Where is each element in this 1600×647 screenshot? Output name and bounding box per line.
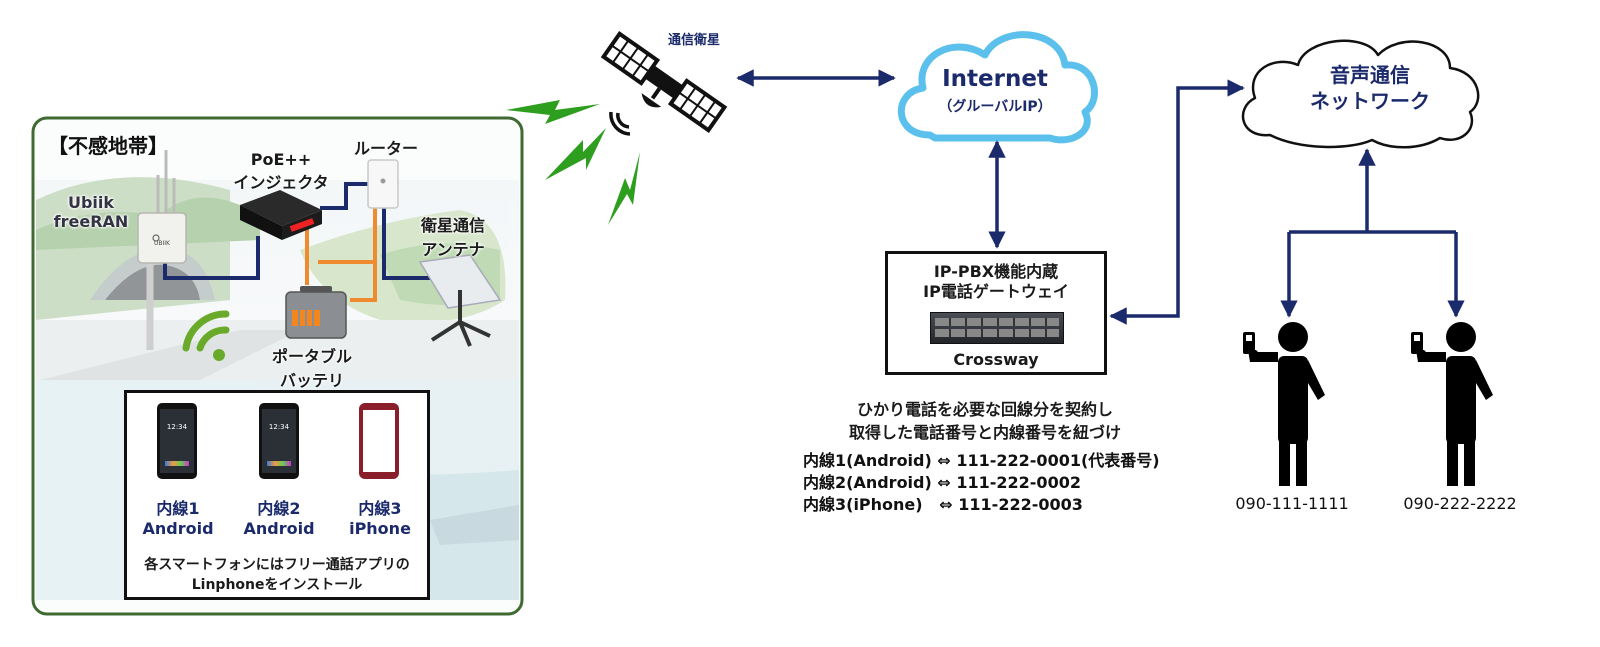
phone-3-os: iPhone <box>349 519 411 538</box>
voice-network-cloud <box>1241 39 1480 149</box>
signal-bolt-icons <box>506 100 640 225</box>
android-phone-1: 12:34 <box>157 403 197 479</box>
ubiik-label: Ubiik freeRAN <box>46 193 136 231</box>
antenna-label-line1: 衛星通信 <box>420 216 485 235</box>
external-number-1: 090-111-1111 <box>1235 494 1349 513</box>
poe-label: PoE++ インジェクタ <box>226 150 336 193</box>
person-icon-1 <box>1243 322 1325 486</box>
app-dock-icon <box>267 461 291 466</box>
router-label: ルーター <box>353 139 418 158</box>
ubiik-label-line2: freeRAN <box>53 212 129 231</box>
gateway-box: IP-PBX機能内蔵 IP電話ゲートウェイ Crossway <box>885 251 1107 375</box>
ubiik-device <box>137 150 187 350</box>
poe-injector <box>240 190 322 240</box>
gateway-title-line2: IP電話ゲートウェイ <box>923 282 1069 301</box>
phone-1-os: Android <box>142 519 214 538</box>
external-number-2: 090-222-2222 <box>1403 494 1517 513</box>
phone-clock: 12:34 <box>166 423 188 431</box>
phone-2-os: Android <box>243 519 315 538</box>
internet-subtitle: （グルーバルIP） <box>938 99 1052 115</box>
gateway-name: Crossway <box>953 350 1039 369</box>
satellite-antenna <box>418 254 502 347</box>
phone-3-line: 内線3 <box>358 499 402 518</box>
antenna-label-line2: アンテナ <box>421 240 485 259</box>
dead-zone-title: 【不感地帯】 <box>48 134 168 158</box>
contract-line2: 取得した電話番号と内線番号を紐づけ <box>848 423 1121 442</box>
phone-1-line: 内線1 <box>156 499 200 518</box>
router-device <box>367 159 399 209</box>
phone-2-line: 内線2 <box>257 499 301 518</box>
network-arrows <box>736 69 1465 325</box>
phones-note-line1: 各スマートフォンにはフリー通話アプリの <box>144 557 410 573</box>
phones-note: 各スマートフォンにはフリー通話アプリの Linphoneをインストール <box>127 555 427 595</box>
poe-label-line1: PoE++ <box>250 150 312 169</box>
satellite-icon <box>600 31 728 133</box>
ubiik-brand: UBIIK <box>154 240 170 247</box>
antenna-label: 衛星通信 アンテナ <box>405 212 501 260</box>
server-bay-row <box>935 329 1059 337</box>
internet-title: Internet <box>942 66 1048 92</box>
voice-network-line2: ネットワーク <box>1310 89 1430 113</box>
satellite-label: 通信衛星 <box>668 33 721 48</box>
phone-clock: 12:34 <box>268 423 290 431</box>
iphone <box>359 403 399 479</box>
poe-label-line2: インジェクタ <box>233 173 329 192</box>
ubiik-label-line1: Ubiik <box>67 193 115 212</box>
gateway-title-line1: IP-PBX機能内蔵 <box>933 262 1059 281</box>
contract-line1: ひかり電話を必要な回線分を契約し <box>856 400 1113 419</box>
phones-note-line2: Linphoneをインストール <box>191 577 363 593</box>
voice-network-line1: 音声通信 <box>1330 63 1410 87</box>
phones-box: 12:34 内線1 Android 12:34 内線2 Android 内線3 … <box>124 390 430 600</box>
satellite-signal-icon <box>609 111 631 136</box>
android-phone-2: 12:34 <box>259 403 299 479</box>
internet-cloud <box>897 31 1098 144</box>
battery-label-line1: ポータブル <box>271 347 352 366</box>
person-icon-2 <box>1411 322 1493 486</box>
app-dock-icon <box>165 461 189 466</box>
mapping-line-1: 内線1(Android) ⇔ 111-222-0001(代表番号) <box>803 451 1160 470</box>
battery-label: ポータブル バッテリ <box>262 343 362 391</box>
phone-screen <box>363 410 395 472</box>
voice-network-label: 音声通信 ネットワーク <box>1290 62 1450 114</box>
server-bay-row <box>935 318 1059 326</box>
server-icon <box>930 312 1064 344</box>
portable-battery <box>285 286 347 339</box>
mapping-line-2: 内線2(Android) ⇔ 111-222-0002 <box>803 473 1081 492</box>
battery-label-line2: バッテリ <box>279 371 344 390</box>
wifi-icon <box>182 310 230 361</box>
mapping-line-3: 内線3(iPhone) ⇔ 111-222-0003 <box>803 495 1083 514</box>
phone-3-label: 内線3 iPhone <box>329 495 431 538</box>
phone-2-label: 内線2 Android <box>228 495 330 538</box>
contract-text: ひかり電話を必要な回線分を契約し 取得した電話番号と内線番号を紐づけ <box>810 398 1160 444</box>
gateway-title: IP-PBX機能内蔵 IP電話ゲートウェイ <box>888 262 1104 302</box>
phone-1-label: 内線1 Android <box>127 495 229 538</box>
